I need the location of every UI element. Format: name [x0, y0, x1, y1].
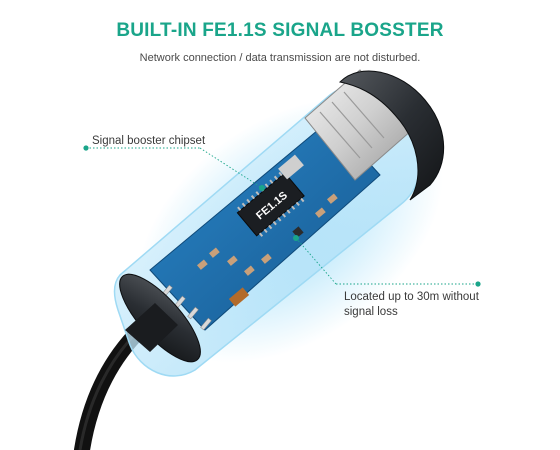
pcb-pins — [161, 284, 212, 331]
callout-chipset-label: Signal booster chipset — [92, 135, 206, 147]
usb-end-cap — [338, 70, 445, 201]
callout-left-leader — [83, 145, 265, 191]
headline: BUILT-IN FE1.1S SIGNAL BOSSTER — [116, 20, 444, 41]
callout-right-leader — [293, 235, 481, 287]
subtitle: Network connection / data transmission a… — [139, 52, 421, 64]
callout-distance-label: Located up to 30m without signal loss — [344, 291, 479, 318]
fe11s-chip: FE1.1S — [236, 171, 305, 237]
pcb-components — [197, 154, 338, 307]
